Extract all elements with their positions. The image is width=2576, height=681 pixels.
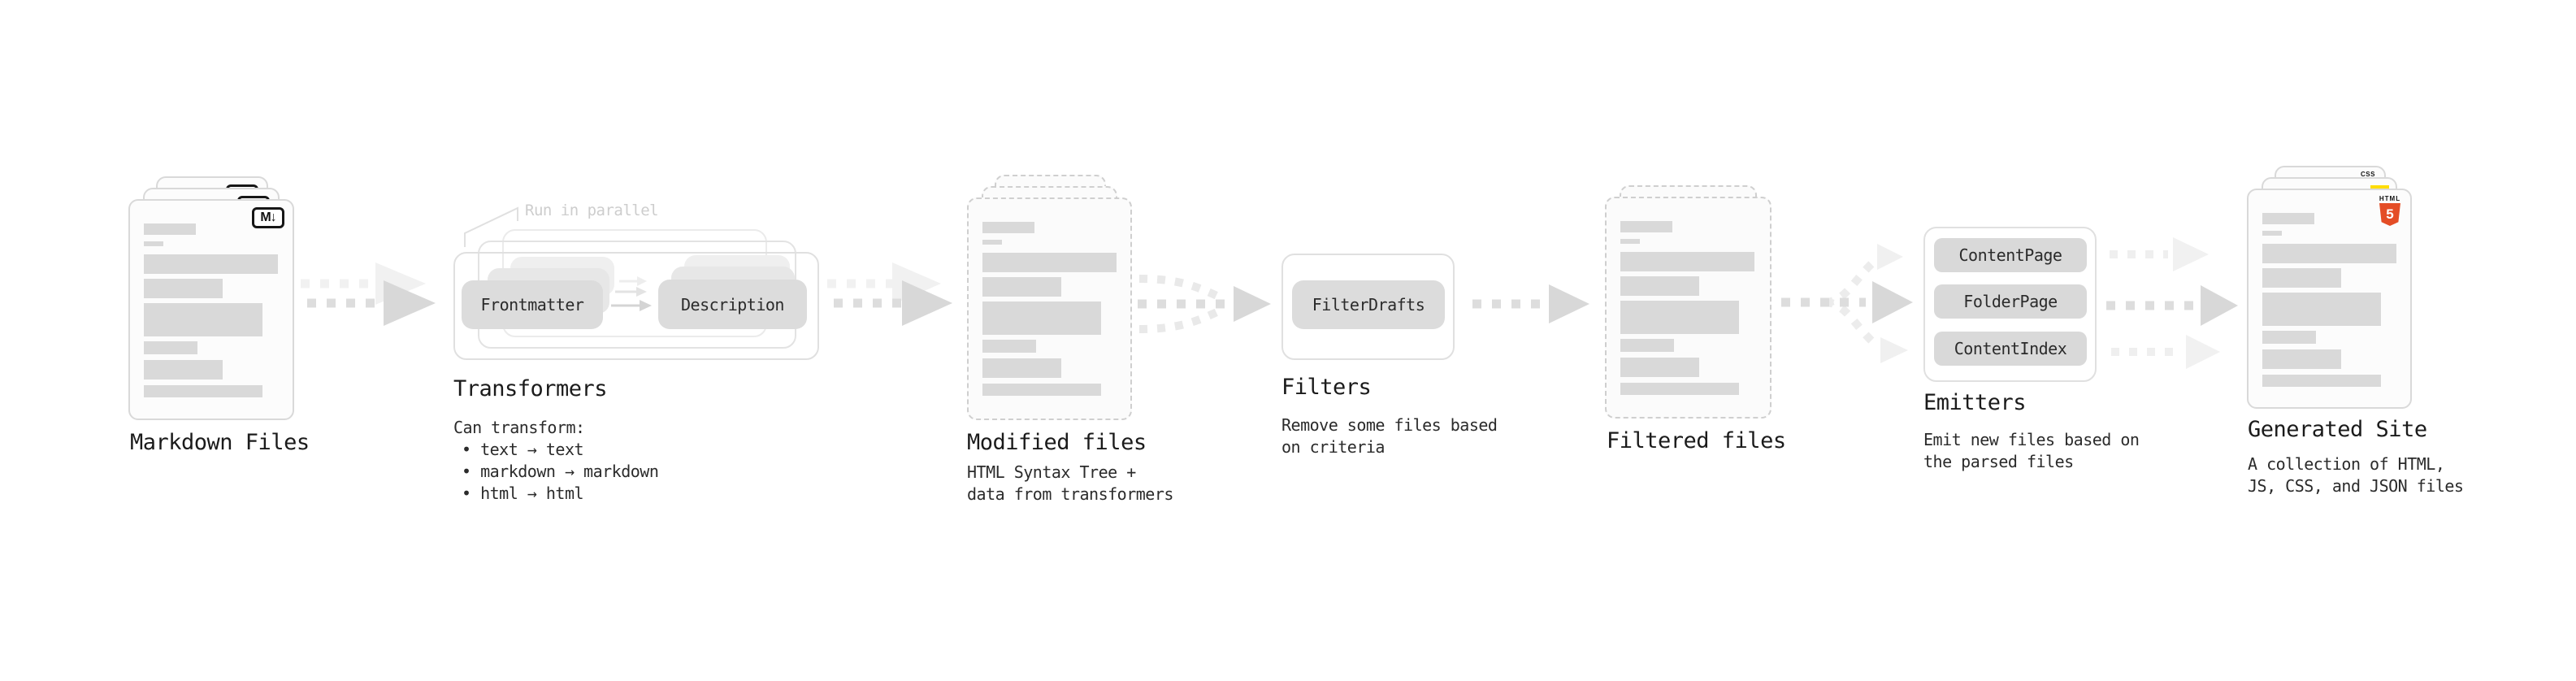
filters-desc-line2: on criteria [1281, 437, 1385, 457]
arrow-filtered-to-emitters [1781, 244, 1913, 363]
modified-files-desc-line1: HTML Syntax Tree + [967, 462, 1136, 482]
text-line-placeholders [969, 199, 1130, 419]
folderpage-pill: FolderPage [1934, 284, 2087, 319]
emitters-desc-line1: Emit new files based on [1923, 430, 2140, 449]
contentindex-pill: ContentIndex [1934, 332, 2087, 366]
markdown-icon: M↓ [252, 207, 284, 228]
filters-desc-line1: Remove some files based [1281, 415, 1498, 435]
filterdrafts-pill: FilterDrafts [1292, 280, 1445, 329]
arrow-modified-to-filters [1138, 275, 1271, 333]
frontmatter-pill: Frontmatter [462, 280, 603, 329]
text-line-placeholders [130, 201, 293, 419]
html5-icon-label: HTML [2379, 195, 2401, 202]
filtered-file-card-front [1605, 197, 1772, 419]
generated-site-desc-line2: JS, CSS, and JSON files [2248, 476, 2464, 496]
html5-icon: HTML 5 [2378, 195, 2402, 226]
arrows-emitters-to-generated [2106, 237, 2238, 369]
filtered-files-title: Filtered files [1607, 428, 1786, 453]
transformers-bullet: • html → html [462, 484, 584, 503]
run-in-parallel-callout: Run in parallel [525, 202, 659, 219]
text-line-placeholders [2249, 190, 2410, 407]
modified-files-desc-line2: data from transformers [967, 484, 1173, 504]
transformers-bullet: • markdown → markdown [462, 462, 659, 481]
transformers-title: Transformers [453, 376, 608, 401]
filters-title: Filters [1281, 375, 1372, 400]
emitters-title: Emitters [1923, 390, 2027, 415]
emitters-desc-line2: the parsed files [1923, 452, 2074, 471]
html5-icon-number: 5 [2386, 206, 2394, 222]
transformer-layer-front [453, 252, 819, 360]
html5-icon-shield: 5 [2379, 203, 2400, 226]
text-line-placeholders [1607, 198, 1770, 417]
markdown-files-title: Markdown Files [130, 430, 310, 455]
generated-site-title: Generated Site [2248, 417, 2427, 442]
arrow-transformers-to-modified [827, 262, 952, 326]
contentpage-pill: ContentPage [1934, 238, 2087, 272]
transformers-note: Can transform: [453, 418, 585, 437]
modified-files-title: Modified files [967, 430, 1147, 455]
markdown-file-card-front: M↓ [128, 199, 294, 420]
arrow-filters-to-filtered [1472, 284, 1589, 323]
modified-file-card-front [967, 197, 1132, 420]
generated-site-desc-line1: A collection of HTML, [2248, 454, 2445, 474]
arrow-markdown-to-transformers [301, 262, 436, 326]
css-icon-label: CSS [2361, 171, 2375, 178]
transformers-bullet: • text → text [462, 440, 584, 459]
generated-file-card-front: HTML 5 [2247, 189, 2412, 409]
description-pill: Description [658, 280, 807, 329]
